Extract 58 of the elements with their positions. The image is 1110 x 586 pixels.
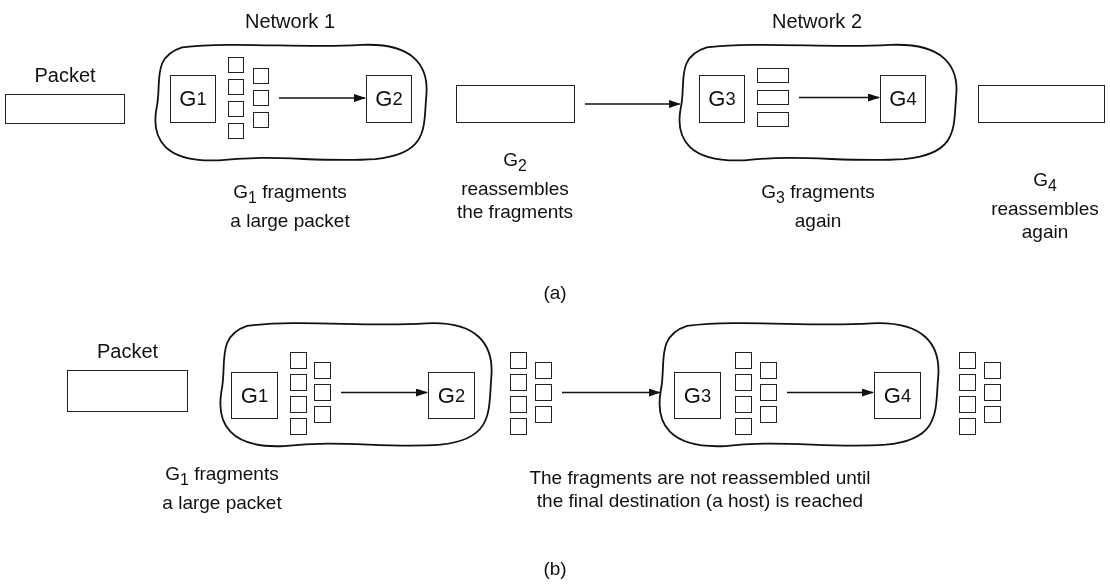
fragment-box bbox=[253, 68, 269, 84]
fragment-box bbox=[314, 406, 331, 423]
caption-text: G$_{1}$ fragments a large packet bbox=[229, 180, 351, 232]
fragment-box bbox=[228, 123, 244, 139]
arrow bbox=[561, 388, 661, 397]
fragment-box bbox=[510, 374, 527, 391]
fragment-box bbox=[253, 112, 269, 128]
panel-label: (b) bbox=[542, 557, 568, 580]
caption-text: G$_{4}$ reassembles again bbox=[990, 168, 1100, 243]
fragment-box bbox=[510, 396, 527, 413]
arrow bbox=[278, 94, 366, 102]
fragment-box bbox=[253, 90, 269, 106]
panel-label: (a) bbox=[542, 281, 568, 304]
arrow bbox=[584, 100, 681, 108]
fragment-box bbox=[760, 384, 777, 401]
packet-box bbox=[456, 85, 575, 123]
fragment-box bbox=[510, 418, 527, 435]
fragment-box bbox=[228, 101, 244, 117]
fragment-box bbox=[760, 362, 777, 379]
box-heading: Packet bbox=[96, 340, 159, 363]
caption-text: G$_{3}$ fragments again bbox=[760, 180, 876, 232]
fragment-box bbox=[290, 396, 307, 413]
fragment-box bbox=[290, 374, 307, 391]
fragment-box bbox=[984, 384, 1001, 401]
arrow bbox=[798, 93, 880, 102]
fragment-box bbox=[959, 374, 976, 391]
arrow bbox=[340, 388, 428, 397]
fragment-box bbox=[510, 352, 527, 369]
network-heading: Network 1 bbox=[245, 10, 335, 33]
fragment-box bbox=[228, 79, 244, 95]
fragment-box bbox=[290, 352, 307, 369]
caption-text: G$_{1}$ fragments a large packet bbox=[161, 462, 283, 514]
fragment-box bbox=[314, 362, 331, 379]
fragment-box bbox=[290, 418, 307, 435]
packet-box bbox=[978, 85, 1105, 123]
fragment-box bbox=[984, 362, 1001, 379]
fragment-box bbox=[535, 362, 552, 379]
fragment-box bbox=[735, 352, 752, 369]
box-heading: Packet bbox=[34, 64, 96, 87]
fragment-box bbox=[314, 384, 331, 401]
caption-text: G$_{2}$ reassembles the fragments bbox=[455, 148, 575, 223]
note-text: The fragments are not reassembled until the final destination (a host) is reached bbox=[528, 466, 872, 512]
fragment-box bbox=[757, 112, 789, 127]
fragment-box bbox=[228, 57, 244, 73]
fragment-box bbox=[984, 406, 1001, 423]
fragment-box bbox=[735, 396, 752, 413]
fragment-box bbox=[760, 406, 777, 423]
fragment-box bbox=[959, 352, 976, 369]
arrow bbox=[786, 388, 874, 397]
fragment-box bbox=[959, 396, 976, 413]
fragment-box bbox=[757, 90, 789, 105]
fragment-box bbox=[535, 384, 552, 401]
fragment-box bbox=[757, 68, 789, 83]
fragment-box bbox=[735, 418, 752, 435]
fragment-box bbox=[735, 374, 752, 391]
fragment-box bbox=[535, 406, 552, 423]
network-heading: Network 2 bbox=[772, 10, 862, 33]
fragment-box bbox=[959, 418, 976, 435]
